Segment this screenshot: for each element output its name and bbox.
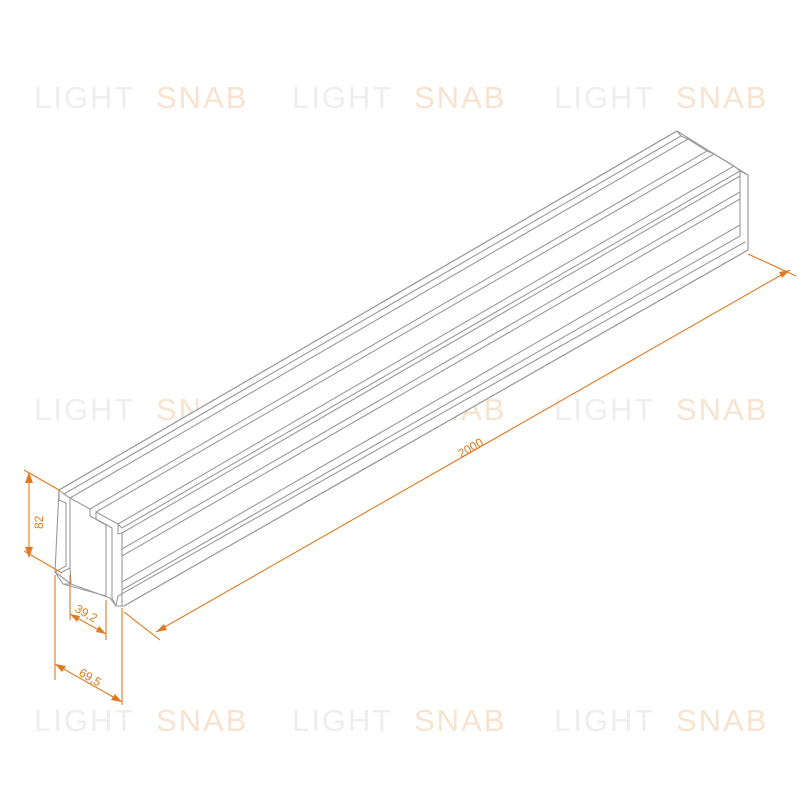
inner-arrow-right xyxy=(96,626,106,634)
outer-arrow-left xyxy=(55,664,66,672)
top-groove-1 xyxy=(69,138,689,499)
watermark-top-right: LIGHT SNAB xyxy=(554,80,768,115)
outer-width-label: 69,5 xyxy=(77,665,105,689)
section-inner-channel-right xyxy=(95,511,113,599)
height-ext-bottom xyxy=(23,550,63,574)
top-groove-3 xyxy=(95,153,715,513)
top-edge-back xyxy=(58,130,678,491)
watermark-light-text: LIGHT xyxy=(554,703,655,738)
watermark-top-center: LIGHT SNAB xyxy=(292,80,506,115)
length-arrow-far xyxy=(779,270,790,278)
watermark-light-text: LIGHT xyxy=(292,80,393,115)
height-ext-top xyxy=(23,469,60,491)
top-edge-back-inner xyxy=(63,135,682,495)
watermark-snab-text: SNAB xyxy=(414,80,506,115)
watermark-bottom-right: LIGHT SNAB xyxy=(554,703,768,738)
watermark-top-left: LIGHT SNAB xyxy=(34,80,248,115)
front-line-1 xyxy=(121,175,741,534)
aluminium-profile xyxy=(54,130,749,607)
section-top-left xyxy=(58,489,91,510)
outer-dim-line xyxy=(54,663,123,703)
watermark-mid-right: LIGHT SNAB xyxy=(554,392,768,427)
length-ext-near xyxy=(123,611,161,641)
watermark-light-text: LIGHT xyxy=(34,703,135,738)
height-arrow-top xyxy=(25,472,33,483)
section-outer-right xyxy=(117,523,125,607)
front-line-4 xyxy=(121,224,741,583)
front-line-5 xyxy=(121,235,741,591)
watermark-light-text: LIGHT xyxy=(554,80,655,115)
front-line-3 xyxy=(121,198,741,557)
inner-arrow-left xyxy=(70,614,80,622)
outer-arrow-right xyxy=(111,694,122,702)
section-outer-left xyxy=(54,489,67,573)
watermark-light-text: LIGHT xyxy=(34,392,135,427)
front-line-bottom xyxy=(123,249,749,607)
length-ext-far xyxy=(747,253,797,277)
watermark-light-text: LIGHT xyxy=(292,703,393,738)
dimension-height: 82 xyxy=(23,469,63,574)
height-arrow-bottom xyxy=(25,547,33,558)
cross-section xyxy=(54,489,125,607)
top-edge-front xyxy=(117,165,735,525)
watermark-bottom-left: LIGHT SNAB xyxy=(34,703,248,738)
length-arrow-near xyxy=(156,624,167,632)
watermark-snab-text: SNAB xyxy=(676,392,768,427)
far-end-cap xyxy=(676,130,749,176)
watermark-snab-text: SNAB xyxy=(156,80,248,115)
length-dim-line xyxy=(155,269,791,633)
front-line-2 xyxy=(121,191,741,550)
inner-width-label: 39,2 xyxy=(73,601,101,625)
section-right-lip xyxy=(111,595,119,607)
watermark-snab-text: SNAB xyxy=(676,80,768,115)
watermark-snab-text: SNAB xyxy=(156,703,248,738)
top-edge-front-lip xyxy=(121,170,741,529)
watermark-light-text: LIGHT xyxy=(554,392,655,427)
watermark-snab-text: SNAB xyxy=(414,703,506,738)
watermark-light-text: LIGHT xyxy=(34,80,135,115)
watermark-snab-text: SNAB xyxy=(676,703,768,738)
front-line-6 xyxy=(117,241,746,597)
length-label: 2000 xyxy=(456,435,486,461)
height-label: 82 xyxy=(32,515,46,529)
top-groove-2 xyxy=(89,150,708,510)
watermark-bottom-center: LIGHT SNAB xyxy=(292,703,506,738)
